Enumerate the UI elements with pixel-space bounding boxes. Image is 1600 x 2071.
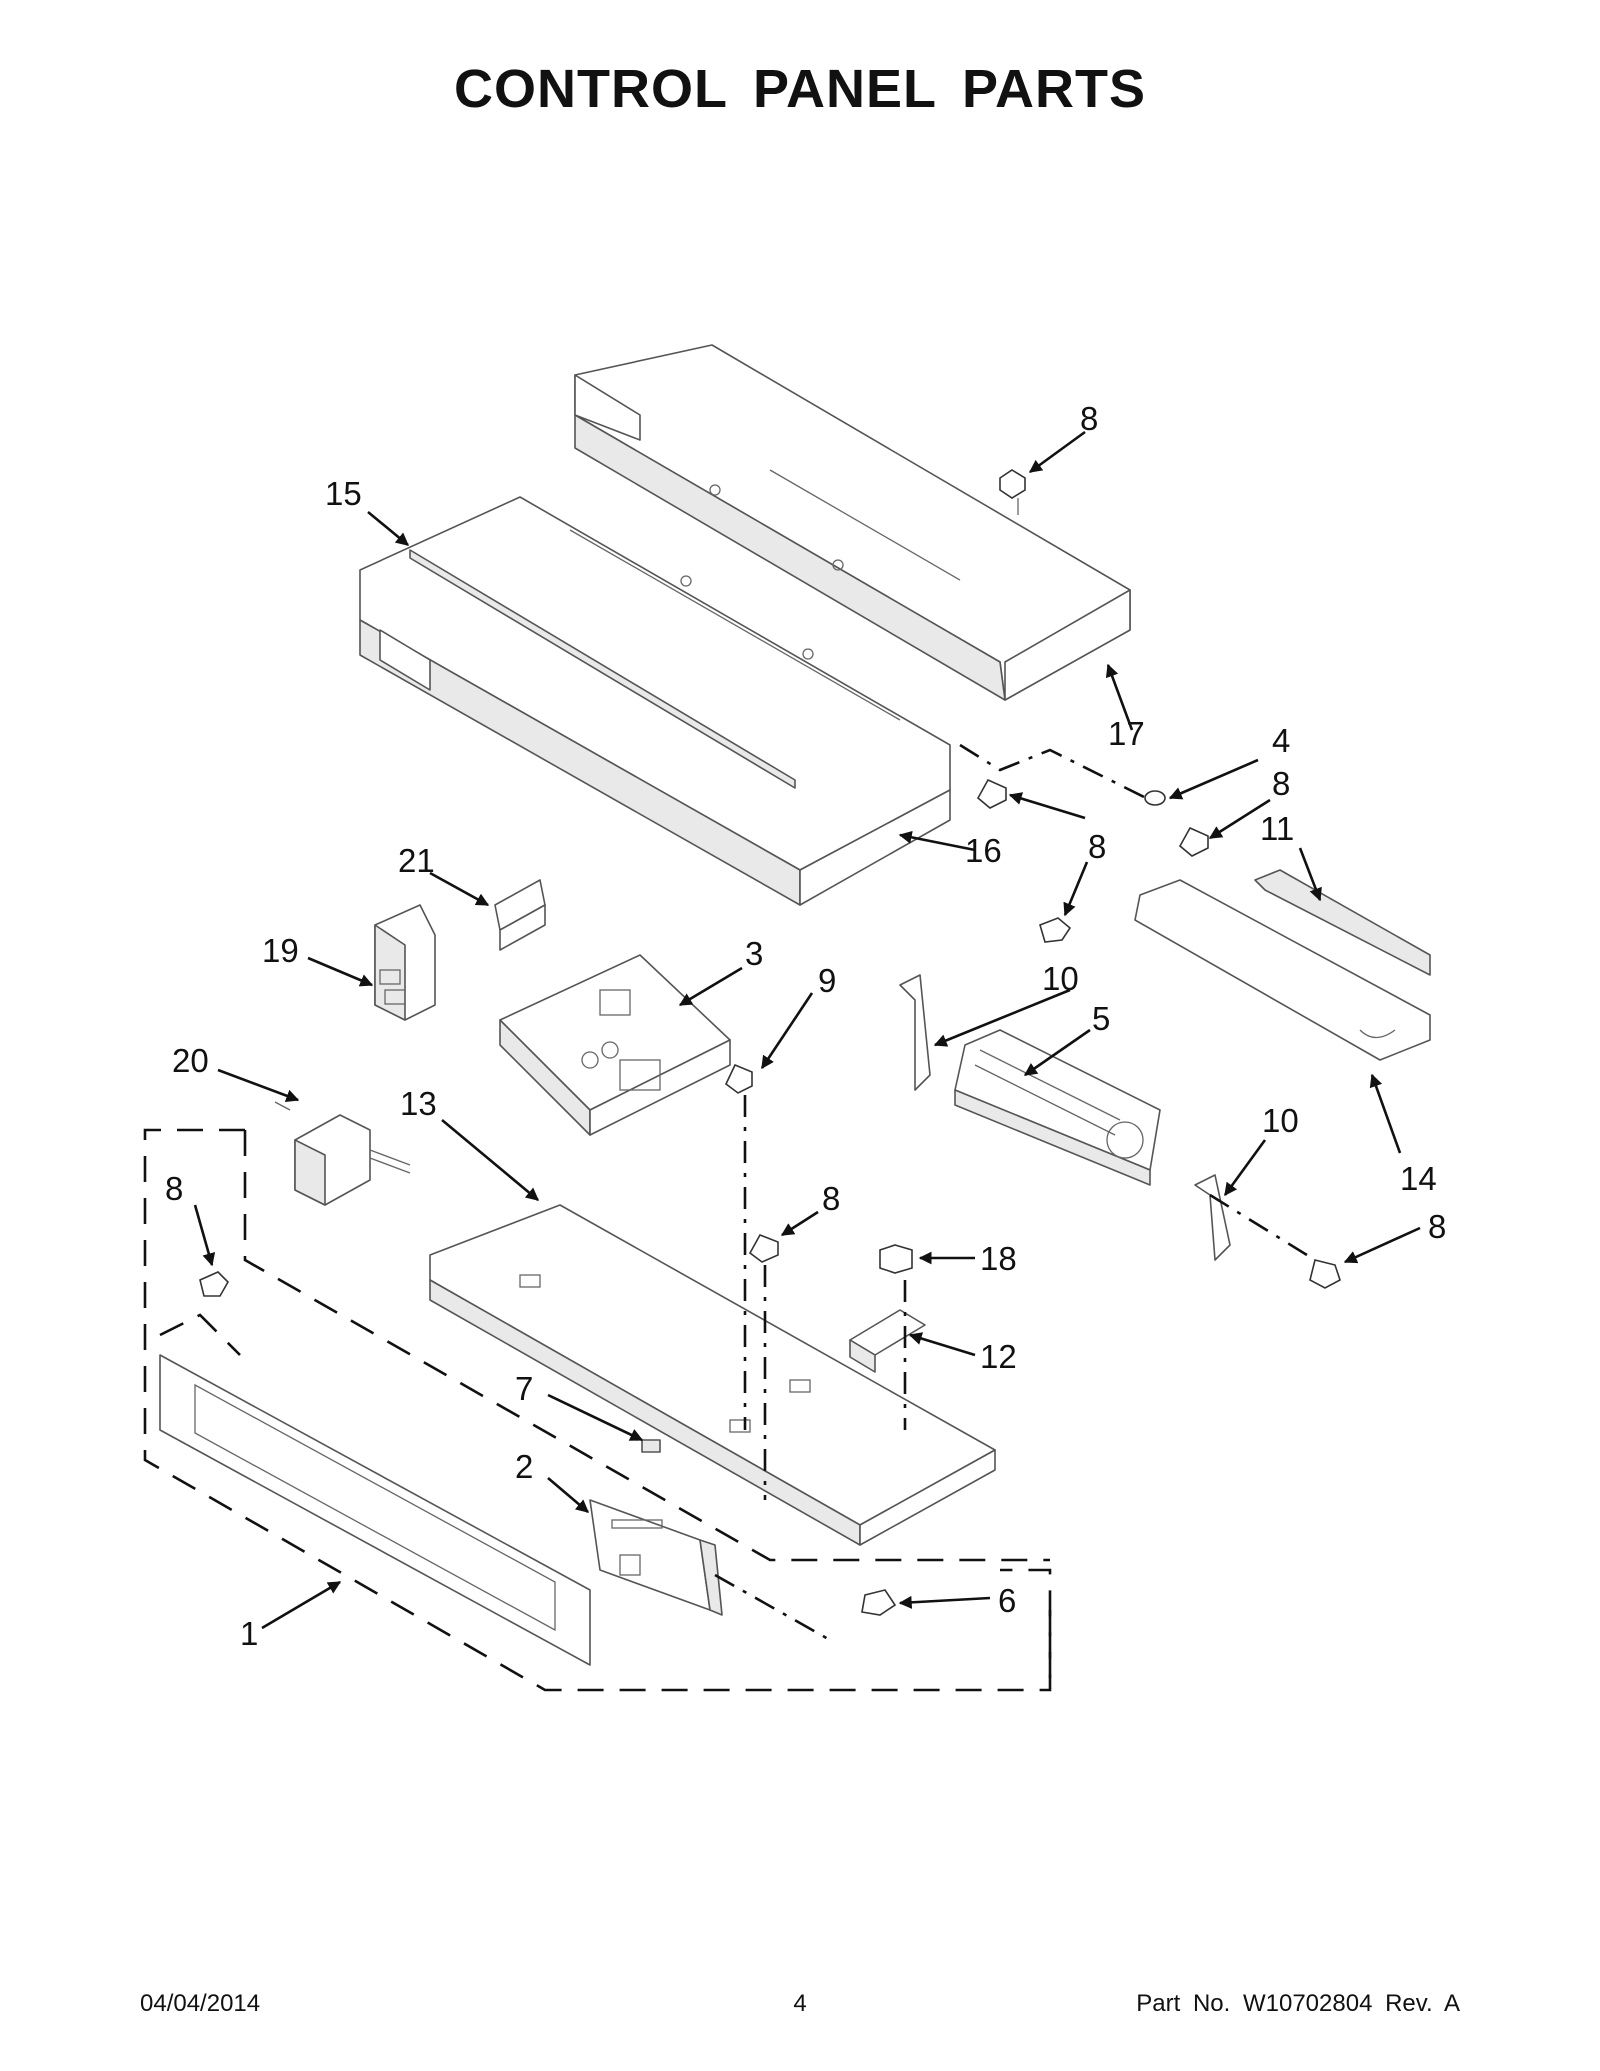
part-19-relay <box>374 904 436 1021</box>
callout-21: 21 <box>398 842 435 879</box>
callout-15: 15 <box>325 475 362 512</box>
footer-page-number: 4 <box>793 1990 807 2017</box>
callout-8: 8 <box>1272 765 1290 802</box>
part-12-terminal-block <box>849 1309 926 1373</box>
screw-8-bracket <box>1039 917 1072 943</box>
callout-11: 11 <box>1260 810 1294 847</box>
callout-13: 13 <box>400 1085 437 1122</box>
callout-4: 4 <box>1272 722 1290 759</box>
screw-8-mid <box>976 778 1007 809</box>
part-16-control-cover <box>359 496 951 906</box>
part-15-trim-strip <box>409 549 796 789</box>
footer-date: 04/04/2014 <box>140 1990 261 2017</box>
callout-8: 8 <box>822 1180 840 1217</box>
page-title: CONTROL PANEL PARTS <box>453 59 1147 119</box>
callout-5: 5 <box>1092 1000 1110 1037</box>
part-1-panel-frame <box>159 1354 591 1666</box>
part-17-top-cover <box>574 344 1131 701</box>
callout-8: 8 <box>1088 828 1106 865</box>
part-21-bracket <box>494 879 546 951</box>
screw-8-left <box>199 1271 229 1297</box>
callout-8: 8 <box>1080 400 1098 437</box>
part-20-transformer <box>274 1101 411 1206</box>
screw-6 <box>861 1589 897 1616</box>
part-13-panel-base <box>429 1204 996 1546</box>
assembly-lines <box>143 743 1316 1692</box>
callout-19: 19 <box>262 932 299 969</box>
screw-8-center <box>748 1234 779 1263</box>
callout-12: 12 <box>980 1338 1017 1375</box>
callout-labels: 8 15 17 4 8 11 8 16 21 3 19 9 10 5 20 13… <box>165 400 1446 1652</box>
part-3-board-housing <box>499 954 731 1136</box>
part-7-component <box>641 1439 661 1453</box>
part-11-strip <box>1254 869 1431 976</box>
callout-10: 10 <box>1262 1102 1299 1139</box>
callout-20: 20 <box>172 1042 209 1079</box>
screw-8-right <box>1178 826 1209 857</box>
callout-2: 2 <box>515 1448 533 1485</box>
callout-3: 3 <box>745 935 763 972</box>
callout-16: 16 <box>965 832 1002 869</box>
callout-9: 9 <box>818 962 836 999</box>
callout-10: 10 <box>1042 960 1079 997</box>
callout-8: 8 <box>1428 1208 1446 1245</box>
part-2-electronic-control <box>589 1499 723 1616</box>
leader-arrows <box>193 430 1421 1630</box>
part-10-bracket-lower <box>1194 1174 1231 1261</box>
callout-1: 1 <box>240 1615 258 1652</box>
callout-17: 17 <box>1108 715 1145 752</box>
callout-14: 14 <box>1400 1160 1437 1197</box>
callout-6: 6 <box>998 1582 1016 1619</box>
footer-part-number: Part No. W10702804 Rev. A <box>1136 1990 1460 2017</box>
part-10-bracket-upper <box>899 974 931 1091</box>
callout-7: 7 <box>515 1370 533 1407</box>
callout-8: 8 <box>165 1170 183 1207</box>
washer-4 <box>1144 790 1166 806</box>
screw-8-top <box>999 469 1026 515</box>
callout-18: 18 <box>980 1240 1017 1277</box>
part-18-nut <box>879 1244 913 1274</box>
screw-9 <box>724 1063 753 1094</box>
part-5-blower <box>954 1029 1161 1186</box>
screw-8-lower-right <box>1309 1259 1341 1289</box>
part-14-bracket <box>1134 879 1431 1061</box>
